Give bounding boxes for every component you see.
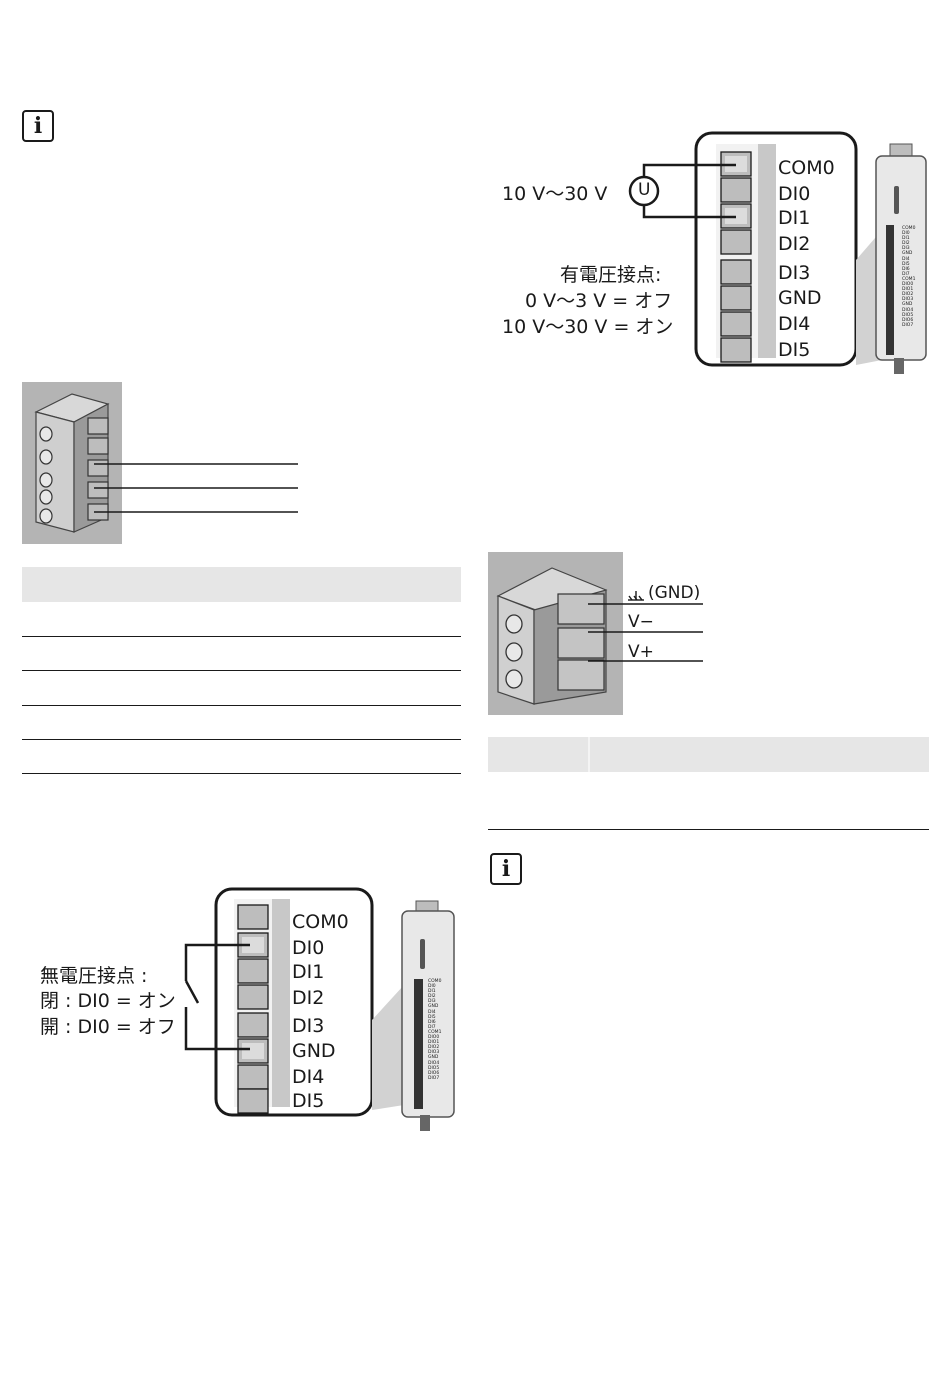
ground-label: (GND) (648, 583, 701, 603)
terminal-label: DI3 (292, 1015, 325, 1037)
voltage-source-wiring (628, 163, 736, 219)
terminal-connector-image (22, 382, 298, 544)
terminal-label: DI4 (292, 1066, 325, 1088)
terminal-label: COM0 (778, 157, 835, 179)
terminal-label: GND (292, 1040, 336, 1062)
terminal-label: DI2 (292, 987, 325, 1009)
table-row-divider (22, 739, 461, 740)
voltage-contact-diagram (694, 131, 927, 374)
terminal-label: GND (778, 287, 822, 309)
v-minus-label: V− (628, 612, 654, 632)
info-icon: i (22, 110, 54, 142)
terminal-label: DI1 (292, 961, 325, 983)
table-row-divider (22, 636, 461, 637)
terminal-label: DI1 (778, 207, 811, 229)
terminal-label: DI0 (778, 183, 811, 205)
terminal-label: DI2 (778, 233, 811, 255)
contact-on-label: 10 V〜30 V = オン (502, 316, 674, 338)
table-header-divider (588, 737, 590, 772)
dry-contact-open: 開 : DI0 = オフ (40, 1016, 176, 1038)
contact-off-label: 0 V〜3 V = オフ (525, 290, 673, 312)
terminal-label: COM0 (292, 911, 349, 933)
info-icon: i (490, 853, 522, 885)
dry-contact-title: 無電圧接点 : (40, 965, 148, 987)
dry-contact-closed: 閉 : DI0 = オン (40, 990, 176, 1012)
v-plus-label: V+ (628, 642, 654, 662)
table-row-divider (22, 670, 461, 671)
terminal-label: DI4 (778, 313, 811, 335)
terminal-label: DI0 (292, 937, 325, 959)
table-row-divider (22, 773, 461, 774)
table-header (488, 737, 929, 772)
terminal-label: DI5 (778, 339, 811, 361)
terminal-label: DI3 (778, 262, 811, 284)
power-connector-image (488, 552, 703, 715)
table-header (22, 567, 461, 602)
voltage-range-label: 10 V〜30 V (502, 183, 608, 205)
voltage-source-symbol: U (638, 180, 651, 200)
contact-title: 有電圧接点: (560, 264, 662, 286)
table-row-divider (488, 829, 929, 830)
table-row-divider (22, 705, 461, 706)
dry-contact-diagram (184, 887, 455, 1131)
terminal-label: DI5 (292, 1090, 325, 1112)
